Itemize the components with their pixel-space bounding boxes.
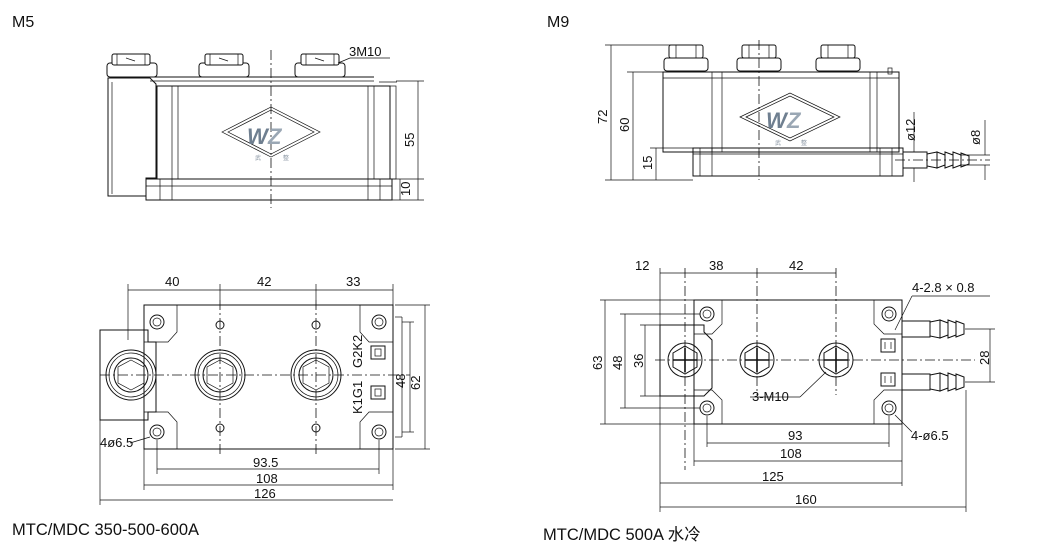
m5-terminal-block bbox=[107, 77, 157, 197]
m9-dim-28: 28 bbox=[977, 351, 992, 365]
m9-side-view: W Z 武 整 72 60 bbox=[595, 40, 990, 182]
m9-dim-72: 72 bbox=[595, 110, 610, 124]
m9-dim-160: 160 bbox=[795, 492, 817, 507]
m9-water-nozzle bbox=[895, 151, 990, 169]
m9-logo: W Z 武 整 bbox=[739, 92, 841, 147]
m5-dim-62: 62 bbox=[408, 376, 423, 390]
m9-dim-d8: ø8 bbox=[968, 130, 983, 145]
m9-screw-callout: 3-M10 bbox=[752, 389, 789, 404]
caption-right: MTC/MDC 500A 水冷 bbox=[543, 526, 701, 544]
m9-dim-48: 48 bbox=[610, 356, 625, 370]
m5-dim-48: 48 bbox=[393, 374, 408, 388]
m5-top-view: G2K2 K1G1 40 42 33 48 62 bbox=[99, 274, 430, 505]
svg-text:Z: Z bbox=[786, 108, 802, 133]
m9-pins-callout: 4-2.8 × 0.8 bbox=[912, 280, 975, 295]
m9-bolt-3 bbox=[815, 44, 861, 72]
m9-nozzle-bottom bbox=[901, 372, 965, 392]
m9-dim-38: 38 bbox=[709, 258, 723, 273]
svg-text:Z: Z bbox=[267, 124, 283, 149]
m9-bolt-1 bbox=[663, 44, 709, 72]
m9-dim-15: 15 bbox=[640, 156, 655, 170]
m5-dim-93-5: 93.5 bbox=[253, 455, 278, 470]
m9-dim-60: 60 bbox=[617, 118, 632, 132]
m5-bolt-2 bbox=[198, 53, 250, 78]
m5-dim-10: 10 bbox=[398, 182, 413, 196]
m5-screw-label: 3M10 bbox=[349, 44, 382, 59]
m9-nozzle-top bbox=[901, 319, 965, 339]
m9-dim-108: 108 bbox=[780, 446, 802, 461]
m9-dim-d12: ø12 bbox=[903, 119, 918, 141]
m5-g2k2-label: G2K2 bbox=[350, 335, 365, 368]
m9-dim-63: 63 bbox=[590, 356, 605, 370]
m9-dim-125: 125 bbox=[762, 469, 784, 484]
m9-top-plate bbox=[693, 299, 903, 425]
m5-dim-42: 42 bbox=[257, 274, 271, 289]
m5-k1g1-label: K1G1 bbox=[350, 381, 365, 414]
m9-dim-42: 42 bbox=[789, 258, 803, 273]
m9-top-view: 12 38 42 4-2.8 × 0.8 63 48 36 28 bbox=[590, 258, 995, 512]
m5-side-view: W Z 武 整 3M10 55 10 bbox=[106, 44, 424, 208]
m5-base-plate bbox=[145, 178, 393, 201]
svg-text:武: 武 bbox=[255, 154, 261, 162]
m9-hole-callout: 4-ø6.5 bbox=[911, 428, 949, 443]
m5-label: M5 bbox=[12, 14, 35, 31]
m9-body bbox=[662, 71, 900, 153]
m9-dim-93: 93 bbox=[788, 428, 802, 443]
svg-text:W: W bbox=[766, 108, 789, 133]
svg-text:W: W bbox=[247, 124, 270, 149]
caption-left: MTC/MDC 350-500-600A bbox=[12, 521, 200, 539]
m5-bolt-1 bbox=[106, 53, 158, 78]
svg-text:整: 整 bbox=[801, 139, 807, 147]
m9-dim-12: 12 bbox=[635, 258, 649, 273]
m5-top-plate bbox=[143, 304, 394, 450]
m5-hole-callout: 4ø6.5 bbox=[100, 435, 133, 450]
svg-text:整: 整 bbox=[283, 154, 289, 162]
m5-dim-108: 108 bbox=[256, 471, 278, 486]
m5-dim-126: 126 bbox=[254, 486, 276, 501]
m9-label: M9 bbox=[547, 14, 570, 31]
m5-logo: W Z 武 整 bbox=[221, 106, 321, 162]
m9-dim-36: 36 bbox=[631, 354, 646, 368]
m5-dim-33: 33 bbox=[346, 274, 360, 289]
m5-bolt-3 bbox=[294, 53, 346, 78]
m5-dim-40: 40 bbox=[165, 274, 179, 289]
m5-dim-55: 55 bbox=[402, 133, 417, 147]
svg-text:武: 武 bbox=[775, 139, 781, 147]
